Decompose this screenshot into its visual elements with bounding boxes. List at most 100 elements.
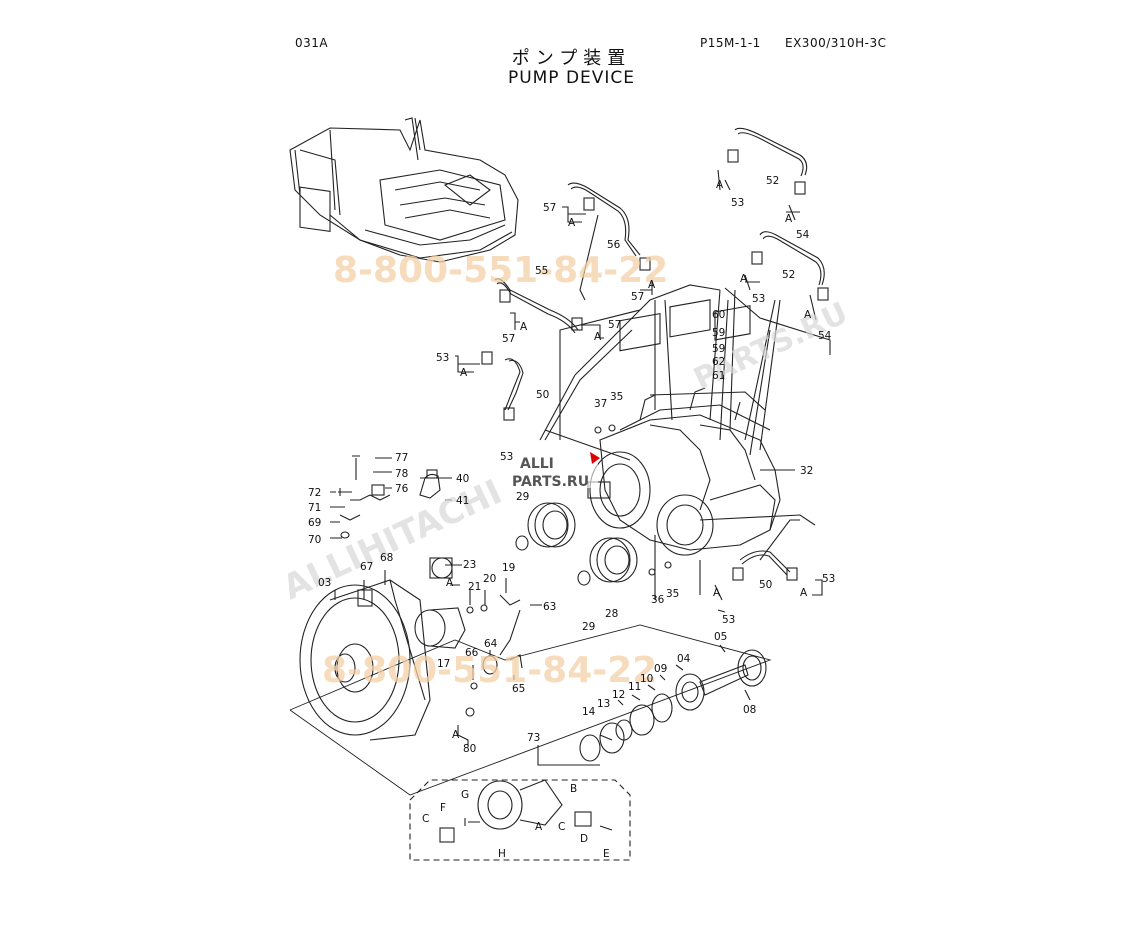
part-label: 03 [318,577,331,589]
ref-label: C [558,821,565,833]
part-label: 10 [640,673,653,685]
logo-badge: ALLI PARTS.RU [510,452,600,490]
part-label: 55 [535,265,548,277]
ref-label: A [804,309,812,321]
ref-label: D [580,833,588,845]
coupling-h [477,780,523,830]
part-label: 04 [677,653,691,665]
part-label: 71 [308,502,321,514]
ref-label: C [422,813,429,825]
part-labels: 03 04 05 08 09 10 11 12 13 14 17 19 20 2… [308,175,835,860]
part-label: 36 [651,594,665,606]
part-label: 63 [543,601,556,613]
part-label: 29 [516,491,529,503]
page-reference: P15M-1-1 [700,36,761,50]
part-label: 13 [597,698,610,710]
ref-label: A [716,179,724,191]
part-label: 14 [582,706,596,718]
part-label: 19 [502,562,515,574]
watermark-phone-upper: 8-800-551-84-22 [333,250,668,291]
part-label: 69 [308,517,321,529]
part-label: 23 [463,559,476,571]
part-label: 67 [360,561,373,573]
svg-text:PARTS.RU: PARTS.RU [512,474,589,490]
part-label: 12 [612,689,625,701]
ref-label: A [568,217,576,229]
diagram-code: 031A [295,36,329,50]
part-label: 52 [766,175,779,187]
part-label: 20 [483,573,496,585]
part-label: 09 [654,663,667,675]
title-japanese: ポンプ装置 [511,48,632,69]
part-label: 56 [607,239,621,251]
part-label: 73 [527,732,540,744]
part-label: 64 [484,638,498,650]
gear-28-upper [527,502,576,548]
ref-label: A [452,729,460,741]
part-label: 35 [610,391,623,403]
part-label: 17 [437,658,450,670]
part-label: 53 [436,352,449,364]
part-label: 53 [822,573,835,585]
part-label: 57 [608,319,621,331]
coupling-detail-box [409,779,631,861]
pilot-pump-17 [414,557,466,649]
part-label: 62 [712,356,725,368]
ref-label: A [740,273,748,285]
part-label: 80 [463,743,476,755]
ref-label: B [570,783,577,795]
part-label: 52 [782,269,795,281]
part-label: 40 [456,473,469,485]
ref-label: A [460,367,468,379]
gear-28-lower [589,537,638,583]
part-label: 60 [712,309,725,321]
fitting [727,149,739,163]
part-label: 32 [800,465,813,477]
part-label: 66 [465,647,479,659]
ref-label: A [594,331,602,343]
ref-label: A [446,577,454,589]
ref-label: H [498,848,506,860]
part-label: 59 [712,327,725,339]
part-label: 28 [605,608,618,620]
machine-model: EX300/310H-3C [785,36,887,50]
part-label: 77 [395,452,408,464]
part-label: 76 [395,483,409,495]
pump-assembly [587,299,781,556]
part-label: 57 [631,291,644,303]
part-label: 50 [536,389,549,401]
part-label: 72 [308,487,321,499]
ref-label: A [800,587,808,599]
part-label: 53 [722,614,735,626]
title-english: PUMP DEVICE [507,68,636,88]
part-label: 53 [752,293,765,305]
part-label: 57 [543,202,556,214]
ref-label: A [713,587,721,599]
pipe-52-upper [734,127,808,176]
ref-label: A [785,213,793,225]
ref-label: A [520,321,528,333]
ref-label: G [461,789,469,801]
ref-label: A [648,279,656,291]
part-label: 53 [731,197,744,209]
snap-ring-29 [515,535,529,551]
ref-label: F [440,802,446,814]
part-label: 70 [308,534,321,546]
housing-03 [299,579,431,741]
part-label: 65 [512,683,525,695]
part-label: 59 [712,343,725,355]
part-label: 54 [818,330,832,342]
part-label: 05 [714,631,727,643]
part-label: 68 [380,552,393,564]
excavator-outline [289,117,519,263]
ref-label: E [603,848,610,860]
part-label: 50 [759,579,772,591]
ref-label: A [535,821,543,833]
part-label: 54 [796,229,810,241]
part-label: 78 [395,468,408,480]
part-label: 08 [743,704,756,716]
watermark-phone-lower: 8-800-551-84-22 [322,650,657,691]
part-label: 61 [712,370,725,382]
part-label: 21 [468,581,481,593]
